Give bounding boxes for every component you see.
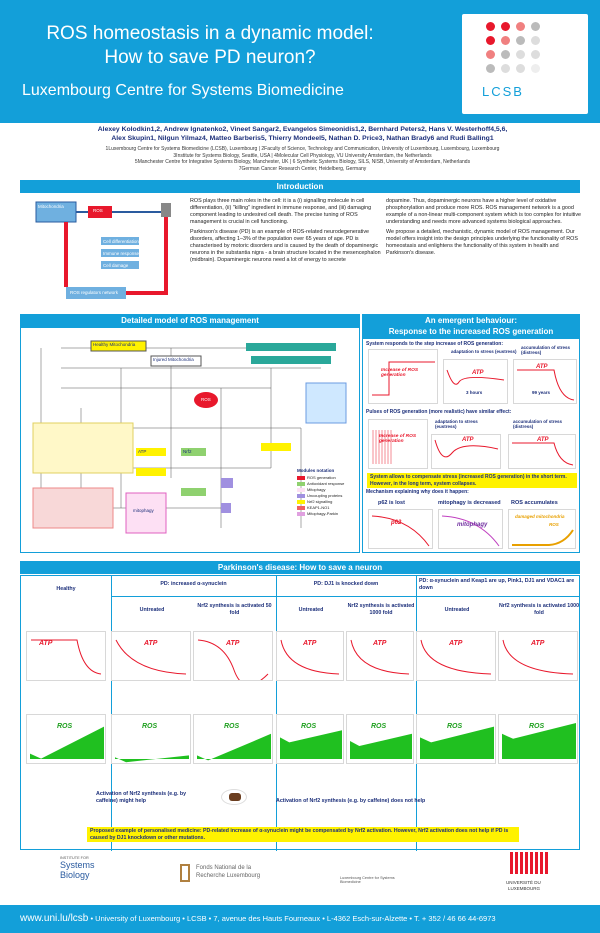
ros-label: ROS (301, 723, 317, 730)
pd-heading: Parkinson's disease: How to save a neuro… (20, 561, 580, 574)
atp-plot: ATP (193, 631, 273, 686)
coffee-cup-icon (221, 789, 247, 805)
col-dj1: PD: DJ1 is knocked down (313, 581, 379, 587)
intro-heading: Introduction (20, 180, 580, 193)
lcsb-small-logo: Luxembourg Centre for Systems Biomedicin… (340, 876, 395, 884)
affiliations: 1Luxembourg Centre for Systems Biomedici… (105, 146, 500, 172)
ros-label: ROS (529, 723, 545, 730)
model-network-diagram: Healthy Mitochondria Injured Mitochondri… (20, 327, 360, 553)
atp-plot: ATP (111, 631, 191, 681)
poster-subtitle: Luxembourg Centre for Systems Biomedicin… (22, 82, 344, 99)
ros-label: ROS (57, 723, 73, 730)
ros-label: ROS (142, 723, 158, 730)
col-healthy: Healthy (56, 586, 76, 592)
ros-plot: ROS (346, 714, 414, 764)
atp-plot: ATP (346, 631, 414, 681)
legend-item: KEAP1-NO1 (297, 505, 353, 510)
nrf2-might-help-note: Activation of Nrf2 synthesis (e.g. by ca… (96, 791, 187, 804)
legend-item: Mitophagy-Parkin (297, 511, 353, 516)
nrf2-no-help-note: Activation of Nrf2 synthesis (e.g. by ca… (276, 798, 426, 804)
footer-url[interactable]: www.uni.lu/lcsb (20, 913, 89, 924)
intro-text-2: dopamine. Thus, dopaminergic neurons hav… (386, 198, 582, 256)
fnr-logo: Fonds National de la Recherche Luxembour… (180, 862, 270, 892)
ros-plot: ROS (26, 714, 106, 764)
atp-label: ATP (531, 640, 545, 647)
p62-plot: p62 (368, 509, 433, 549)
atp-plot: ATP (276, 631, 344, 681)
poster-title: ROS homeostasis in a dynamic model:How t… (46, 23, 374, 68)
legend-item: Antioxidant response (297, 481, 353, 486)
mitophagy-plot: mitophagy (438, 509, 503, 549)
uni-lu-logo: UNIVERSITÉ DU LUXEMBOURG (500, 852, 560, 898)
ros-plot: ROS (498, 714, 578, 764)
atp-plot: ATP (416, 631, 496, 681)
ros-accumulation-plot: damaged mitochondria ROS (508, 509, 576, 549)
ros-plot: ROS (276, 714, 344, 764)
ros-label: ROS (371, 723, 387, 730)
step-plot-adapt: ATP 3 hours (443, 359, 508, 404)
pulse-plot-adapt: ATP (431, 434, 501, 469)
pd-panel: Healthy PD: increased α-synuclein PD: DJ… (20, 575, 580, 851)
personalised-medicine-note: Proposed example of personalised medicin… (87, 827, 519, 842)
atp-label: ATP (226, 640, 240, 647)
pulse-plot-accum: ATP (508, 434, 576, 469)
behaviour-heading: An emergent behaviour:Response to the in… (362, 314, 580, 338)
ros-label: ROS (447, 723, 463, 730)
step-plot-accum: ATP 99 years (513, 359, 577, 404)
legend-item: Nrf2 signalling (297, 499, 353, 504)
intro-diagram: Mitochondria ROS Cell differentiation Im… (26, 197, 186, 309)
atp-label: ATP (449, 640, 463, 647)
behaviour-panel: System responds to the step increase of … (362, 338, 580, 553)
ros-plot: ROS (416, 714, 496, 764)
ros-plot: ROS (111, 714, 191, 764)
atp-plot: ATP (26, 631, 106, 681)
legend-item: Uncoupling proteins (297, 493, 353, 498)
intro-text-1: ROS plays three main roles in the cell: … (190, 198, 381, 263)
legend-item: ROS generation (297, 475, 353, 480)
ros-label: ROS (224, 723, 240, 730)
poster-header: ROS homeostasis in a dynamic model:How t… (0, 0, 600, 123)
col-combined: PD: α-synuclein and Keap1 are up, Pink1,… (419, 578, 575, 591)
atp-label: ATP (144, 640, 158, 647)
isb-logo: INSTITUTE FOR Systems Biology (60, 856, 95, 880)
legend-item: Mitophagy (297, 487, 353, 492)
model-heading: Detailed model of ROS management (20, 314, 360, 327)
step-plot-input: Increase of ROS generation (368, 349, 438, 404)
authors: Alexey Kolodkin1,2, Andrew Ignatenko2, V… (97, 126, 508, 142)
lcsb-logo: LCSB (462, 14, 588, 114)
ros-plot: ROS (193, 714, 273, 764)
col-asyn: PD: increased α-synuclein (160, 581, 227, 587)
atp-plot: ATP (498, 631, 578, 681)
atp-label: ATP (373, 640, 387, 647)
poster-footer: www.uni.lu/lcsb • University of Luxembou… (0, 905, 600, 933)
atp-label: ATP (39, 640, 53, 647)
behaviour-highlight: System allows to compensate stress (incr… (367, 473, 577, 488)
atp-label: ATP (303, 640, 317, 647)
pulse-plot-input: Increase of ROS generation (368, 419, 428, 469)
